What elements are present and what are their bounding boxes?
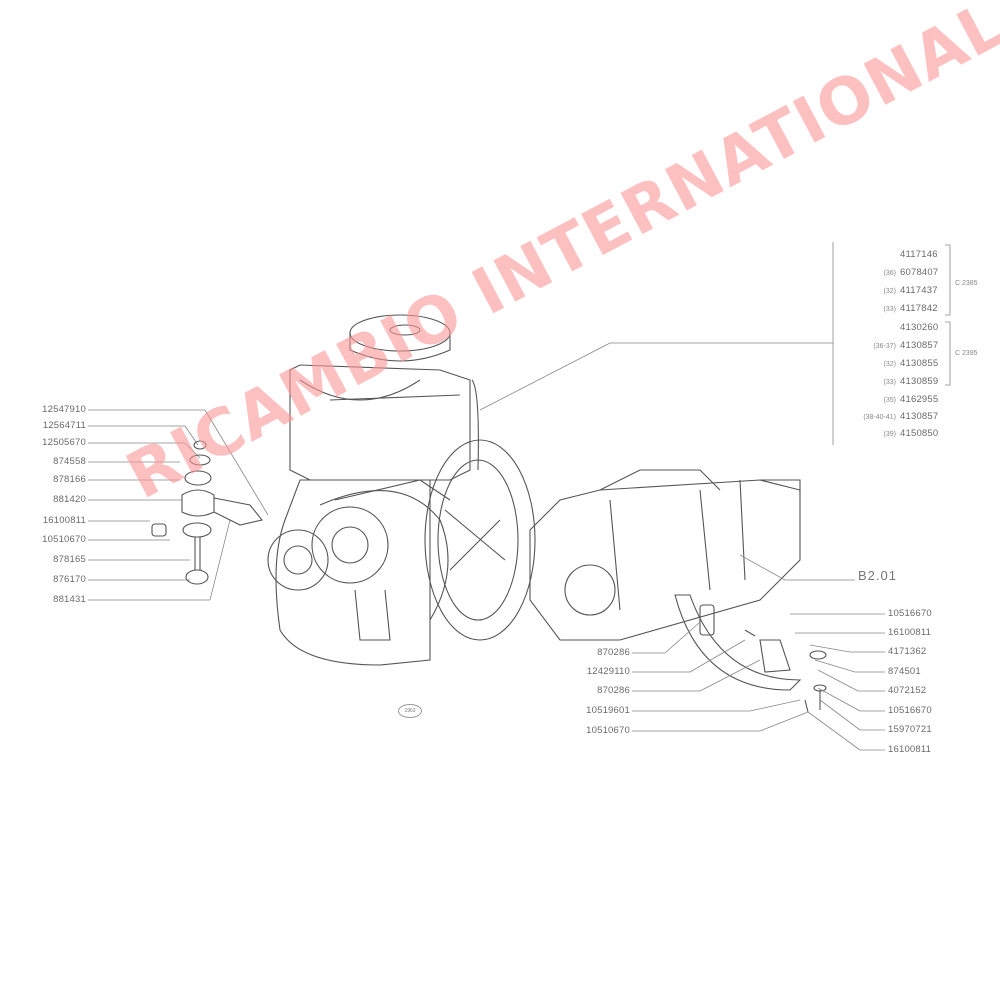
part-number: 881431: [53, 594, 86, 605]
qualifier: (38-40-41): [863, 414, 896, 421]
group-code: C 2385: [955, 280, 978, 287]
qualifier: (36): [883, 270, 896, 277]
part-number: 4162955: [900, 394, 939, 405]
part-number: 10519601: [586, 705, 630, 716]
part-number: 4072152: [888, 685, 927, 696]
part-number: 4130859: [900, 376, 939, 387]
part-number: 10516670: [888, 705, 932, 716]
part-number: 10510670: [586, 725, 630, 736]
part-number: 15970721: [888, 724, 932, 735]
part-number: 12429110: [586, 666, 630, 677]
part-number: 4130857: [900, 411, 939, 422]
qualifier: (33): [883, 306, 896, 313]
part-number: 870286: [597, 685, 630, 696]
part-number: 870286: [597, 647, 630, 658]
part-number: 881420: [53, 494, 86, 505]
part-number: 6078407: [900, 267, 939, 278]
part-number: 874558: [53, 456, 86, 467]
part-number: 16100811: [888, 744, 932, 755]
part-number: 4117437: [900, 285, 938, 296]
bottom-right-leader-lines: [790, 613, 885, 751]
figure-stamp: 1963: [398, 704, 422, 718]
part-number: 10516670: [888, 608, 932, 619]
gearbox: [529, 469, 801, 641]
part-number: 4171362: [888, 646, 927, 657]
qualifier: (35): [883, 397, 896, 404]
part-number: 12564711: [42, 420, 86, 431]
flywheel-housing: [424, 439, 536, 641]
top-right-bracket: [479, 242, 951, 445]
qualifier: (32): [883, 288, 896, 295]
engine-mount-parts: [151, 440, 263, 585]
part-number: 876170: [53, 574, 86, 585]
part-number: 4117842: [900, 303, 938, 314]
left-leader-lines: [88, 409, 269, 601]
part-number: 12505670: [42, 437, 86, 448]
part-number: 12547910: [42, 404, 86, 415]
part-number: 878166: [53, 474, 86, 485]
bottom-middle-leader-lines: [632, 621, 809, 732]
part-number: 4130855: [900, 358, 939, 369]
qualifier: (36-37): [873, 343, 896, 350]
qualifier: (33): [883, 379, 896, 386]
part-number: 4130260: [900, 322, 939, 333]
qualifier: (32): [883, 361, 896, 368]
rear-mount-crossmember: [674, 594, 827, 713]
reference-code: B2.01: [858, 568, 897, 583]
part-number: 874501: [888, 666, 921, 677]
part-number: 10510670: [42, 534, 86, 545]
engine-block: [267, 314, 479, 666]
group-code: C 2395: [955, 350, 978, 357]
part-number: 878165: [53, 554, 86, 565]
part-number: 16100811: [888, 627, 932, 638]
part-number: 4150850: [900, 428, 939, 439]
part-number: 4130857: [900, 340, 939, 351]
qualifier: (39): [883, 431, 896, 438]
part-number: 16100811: [42, 515, 86, 526]
part-number: 4117146: [900, 249, 938, 260]
